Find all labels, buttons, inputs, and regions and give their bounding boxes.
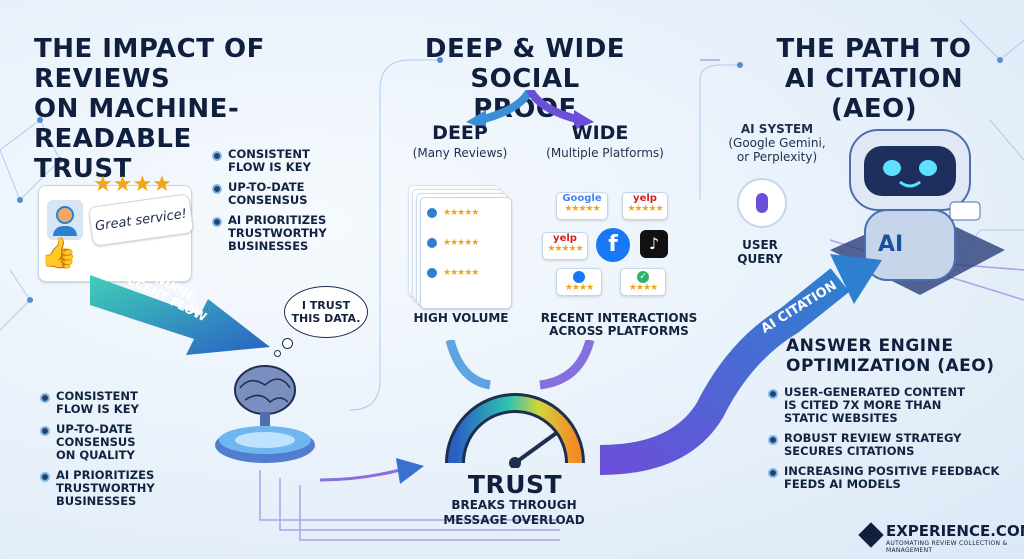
left-title: THE IMPACT OF REVIEWS ON MACHINE-READABL… [34,34,394,184]
robot-label: AI [878,232,904,257]
ai-robot-icon [830,129,1005,295]
deep-label: DEEP [432,122,488,144]
thought-line1: I TRUST [301,299,351,312]
flow-into-gauge-arrow [320,458,424,484]
avatar [47,200,83,240]
left-title-line1: THE IMPACT OF REVIEWS [34,34,265,94]
microphone-icon [737,178,787,228]
google-logo: Google★★★★★ [556,192,608,220]
tiktok-icon: ♪ [640,230,668,258]
left-title-line3: TRUST [34,154,132,184]
wide-sub: (Multiple Platforms) [546,146,664,160]
right-title-line1: THE PATH TO [776,34,972,64]
genuine-flow-arrow [90,275,270,355]
right-title: THE PATH TO AI CITATION (AEO) [744,34,1004,124]
wide-label: WIDE [571,122,629,144]
middle-title-line1: DEEP & WIDE [424,34,626,64]
facebook-icon: f [596,228,630,262]
brand-tagline: AUTOMATING REVIEW COLLECTION & MANAGEMEN… [886,540,1008,554]
thought-bubble: I TRUST THIS DATA. [284,286,368,338]
yelp-logo: yelp★★★★★ [622,192,668,220]
thumbs-up-icon: 👍 [40,236,78,271]
trust-label: TRUST [467,470,563,499]
converge-arrows [445,340,595,390]
split-arrows [466,90,594,130]
trust-gauge [445,393,585,468]
brand-name: EXPERIENCE.COM [886,522,1024,540]
facebook-review-logo: ★★★★ [556,268,602,296]
left-title-line2: ON MACHINE-READABLE [34,94,240,154]
ai-system-label: AI SYSTEM (Google Gemini, or Perplexity) [728,122,826,164]
right-title-line2: AI CITATION (AEO) [784,64,964,124]
yelp-logo: yelp★★★★★ [542,232,588,260]
review-bubble-text: Great service! [94,206,188,234]
ai-citation-arrow [600,254,882,475]
middle-title: DEEP & WIDE SOCIAL PROOF [420,34,630,124]
brain-icon [215,365,315,463]
review-stars: ★★★★ [93,172,172,197]
thought-line2: THIS DATA. [291,312,361,325]
review-stack: ★★★★★ ★★★★★ ★★★★★ [408,185,512,309]
deep-sub: (Many Reviews) [412,146,508,160]
gauge-needle [513,431,558,465]
check-review-logo: ✓★★★★ [620,268,666,296]
high-volume-label: HIGH VOLUME [413,311,509,325]
